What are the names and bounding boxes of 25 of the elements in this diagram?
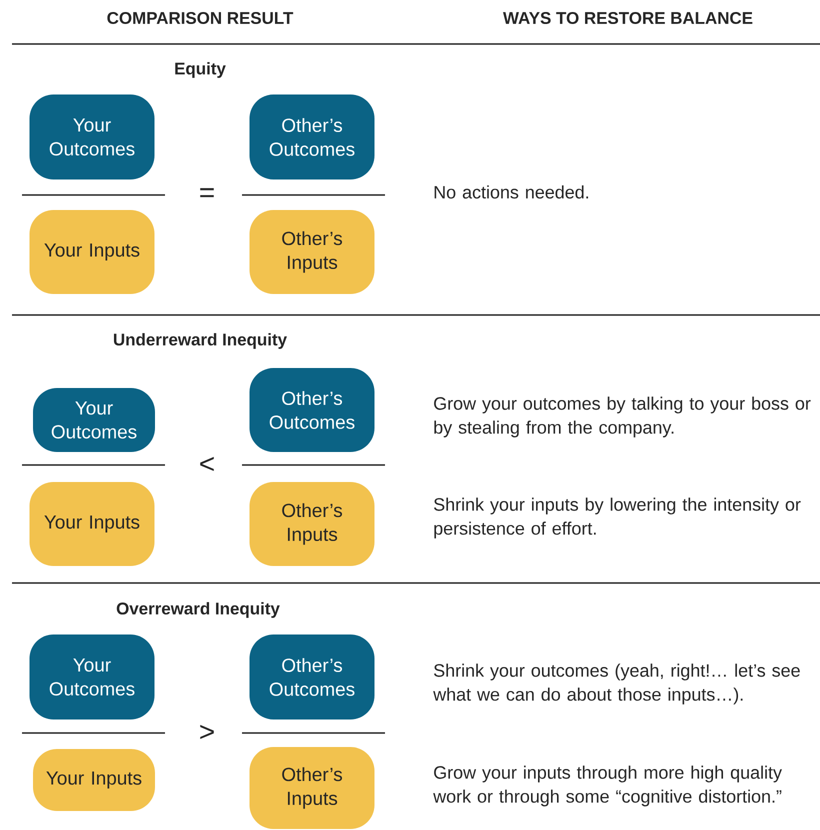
rounded-box: Other’s Inputs <box>250 210 374 294</box>
action-text: Grow your inputs through more high quality work or through some “cognitive distortion.” <box>433 766 782 806</box>
rounded-box: Other’s Inputs <box>250 747 374 829</box>
section-heading: Equity <box>175 62 226 78</box>
action-text: No actions needed. <box>434 185 588 199</box>
rounded-box: Your Outcomes <box>30 94 154 180</box>
rounded-box: Other’s Inputs <box>250 482 374 566</box>
rounded-box: Your Outcomes <box>30 634 154 720</box>
rounded-box: Other’s Outcomes <box>250 94 374 180</box>
action-text: Grow your outcomes by talking to your boss or by stealing from the company. <box>434 396 811 438</box>
comparison-sign: > <box>200 724 214 740</box>
action-text: Shrink your inputs by lowering the intensity or persistence of effort. <box>434 498 801 538</box>
section-heading: Underreward Inequity <box>114 333 287 349</box>
rounded-box: Your Inputs <box>33 749 155 811</box>
comparison-sign: < <box>200 456 214 472</box>
rounded-box: Other’s Outcomes <box>250 368 374 452</box>
rounded-box: Other’s Outcomes <box>250 634 374 720</box>
action-text: Shrink your outcomes (yeah, right!… let’s see what we can do about those inputs…). <box>433 664 800 704</box>
rounded-box: Your Inputs <box>30 210 154 294</box>
comparison-sign: = <box>200 188 214 198</box>
rounded-box: Your Outcomes <box>33 388 155 452</box>
section-heading: Overreward Inequity <box>116 602 280 618</box>
column-heading: COMPARISON RESULT <box>107 12 294 24</box>
column-heading: WAYS TO RESTORE BALANCE <box>503 12 752 24</box>
rounded-box: Your Inputs <box>30 482 154 566</box>
